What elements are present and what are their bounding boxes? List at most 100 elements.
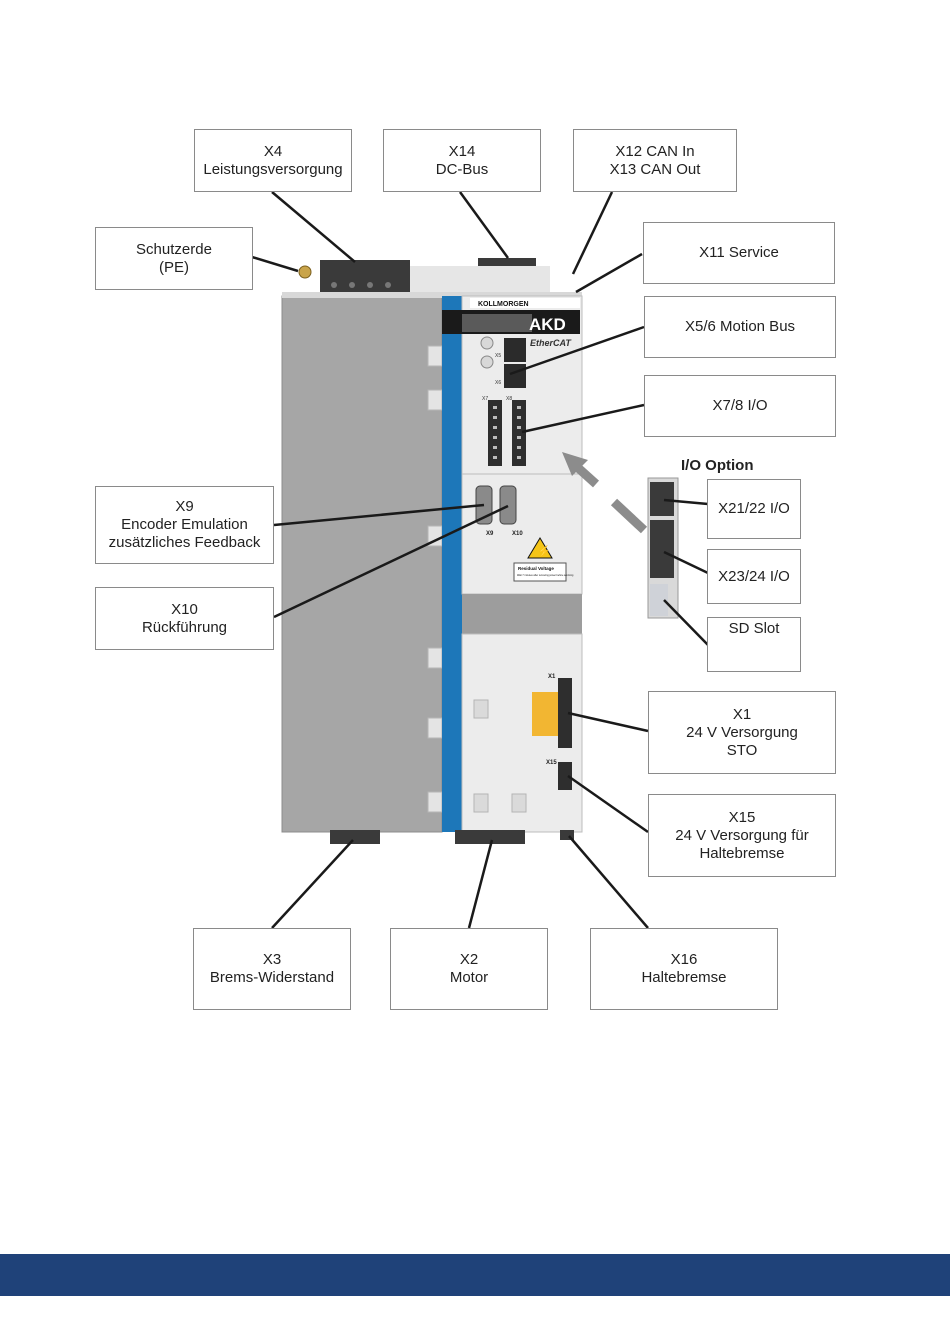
- x8-terminal: [512, 400, 526, 466]
- x15-terminal: [558, 762, 572, 790]
- housing-top-cap: [410, 266, 550, 296]
- x21-22-connector: [650, 482, 674, 516]
- port-x15-label: X15: [546, 760, 557, 766]
- port-x8-label: X8: [506, 396, 512, 402]
- callout-x15-line1: X15: [728, 808, 756, 826]
- warning-title: Residual Voltage: [518, 566, 554, 571]
- callout-x9: X9 Encoder Emulation zusätzliches Feedba…: [95, 486, 274, 564]
- callout-x21-x22-line1: X21/22 I/O: [718, 500, 790, 517]
- callout-x14-line2: DC-Bus: [435, 160, 489, 178]
- callout-x23-x24-line1: X23/24 I/O: [718, 567, 790, 585]
- housing-left-side: [281, 295, 443, 833]
- callout-x5-x6-line1: X5/6 Motion Bus: [684, 318, 796, 335]
- brand-text: KOLLMORGEN: [478, 301, 529, 308]
- front-bottom-vent-3: [511, 793, 527, 813]
- callout-x2: X2 Motor: [390, 928, 548, 1010]
- callout-x1-line3: STO: [726, 741, 758, 759]
- callout-x14: X14 DC-Bus: [383, 129, 541, 192]
- callout-x5-x6: X5/6 Motion Bus: [644, 296, 836, 358]
- callout-x4-line2: Leistungsversorgung: [203, 160, 343, 178]
- callout-x10: X10 Rückführung: [95, 587, 274, 650]
- callout-x16-line1: X16: [670, 951, 698, 968]
- callout-x10-line1: X10: [171, 600, 198, 618]
- callout-x9-line3: zusätzliches Feedback: [108, 534, 261, 551]
- callout-x9-line2: Encoder Emulation: [121, 516, 248, 533]
- callout-x2-line2: Motor: [449, 969, 489, 986]
- x2-connector: [455, 830, 525, 844]
- callout-x1-line2: 24 V Versorgung: [686, 723, 798, 741]
- callout-x1: X1 24 V Versorgung STO: [648, 691, 836, 774]
- callout-pe-line1: Schutzerde: [136, 240, 212, 258]
- warning-bolt: ⚡: [537, 545, 551, 558]
- warning-triangle: [527, 537, 553, 559]
- callout-sd-slot: SD Slot: [707, 617, 801, 672]
- callout-x13-line: X13 CAN Out: [609, 160, 701, 178]
- io-option-heading: I/O Option: [681, 457, 754, 474]
- pe-screw: [298, 265, 312, 279]
- insert-arrow-lower: [610, 498, 648, 534]
- x6-port: [504, 364, 526, 388]
- callout-x1-line1: X1: [732, 705, 752, 723]
- callout-x9-line1: X9: [175, 498, 194, 515]
- housing-top-edge: [282, 292, 582, 298]
- x16-connector: [560, 830, 574, 840]
- port-x9-label: X9: [486, 531, 494, 537]
- rotary-switch-2: [480, 355, 494, 369]
- callout-x23-x24: X23/24 I/O: [707, 549, 801, 604]
- x1-terminal: [558, 678, 572, 748]
- callout-x7-x8: X7/8 I/O: [644, 375, 836, 437]
- callout-x3: X3 Brems-Widerstand: [193, 928, 351, 1010]
- x23-24-connector: [650, 520, 674, 578]
- front-bottom-vent-1: [473, 699, 489, 719]
- front-panel-dark: [462, 594, 582, 634]
- terminal-pins: [493, 406, 521, 459]
- callout-x14-line1: X14: [448, 142, 476, 160]
- callout-x16: X16 Haltebremse: [590, 928, 778, 1010]
- model-text: AKD: [529, 315, 566, 334]
- callout-x4-line1: X4: [263, 142, 283, 160]
- side-vents: [427, 345, 443, 813]
- port-x5-label: X5: [495, 353, 501, 359]
- warning-label: [513, 562, 567, 582]
- callout-x12-x13: X12 CAN In X13 CAN Out: [573, 129, 737, 192]
- x10-dsub: [499, 485, 517, 525]
- x4-connector: [320, 260, 410, 296]
- callout-x12-line: X12 CAN In: [615, 142, 695, 160]
- warning-text: Wait 7 minutes after removing power befo…: [517, 574, 574, 577]
- callout-x7-x8-line1: X7/8 I/O: [712, 397, 768, 414]
- sd-slot-body: [650, 584, 668, 616]
- x5-port: [504, 338, 526, 362]
- port-x1-label: X1: [548, 674, 556, 680]
- callout-sd-slot-line1: SD Slot: [728, 620, 780, 637]
- rotary-switch-1: [480, 336, 494, 350]
- callout-pe: Schutzerde (PE): [95, 227, 253, 290]
- port-x6-label: X6: [495, 380, 501, 386]
- callout-x11-line1: X11 Service: [699, 244, 779, 261]
- callout-x16-line2: Haltebremse: [641, 969, 727, 986]
- callout-x4: X4 Leistungsversorgung: [194, 129, 352, 192]
- brand-strip: [470, 298, 580, 308]
- callout-x15: X15 24 V Versorgung für Haltebremse: [648, 794, 836, 877]
- callout-x15-line2: 24 V Versorgung für: [675, 826, 809, 844]
- port-x10-label: X10: [512, 531, 523, 537]
- callout-x10-line2: Rückführung: [141, 618, 228, 636]
- callout-x11: X11 Service: [643, 222, 835, 284]
- footer-bar: [0, 1254, 950, 1296]
- x7-terminal: [488, 400, 502, 466]
- sto-label-block: [532, 692, 558, 736]
- bus-text: EtherCAT: [530, 338, 572, 348]
- callout-pe-line2: (PE): [159, 258, 189, 276]
- callout-x2-line1: X2: [459, 951, 479, 968]
- front-bottom-vent-2: [473, 793, 489, 813]
- callout-x15-line3: Haltebremse: [699, 844, 785, 862]
- callout-x3-line1: X3: [262, 951, 282, 968]
- port-x7-label: X7: [482, 396, 488, 402]
- callout-x21-x22: X21/22 I/O: [707, 479, 801, 539]
- leader-lines: [251, 191, 709, 929]
- insert-arrow-upper: [562, 452, 600, 488]
- blue-accent-stripe: [442, 296, 462, 832]
- callout-x3-line2: Brems-Widerstand: [209, 969, 335, 986]
- model-badge-light: [462, 314, 532, 332]
- x3-connector: [330, 830, 380, 844]
